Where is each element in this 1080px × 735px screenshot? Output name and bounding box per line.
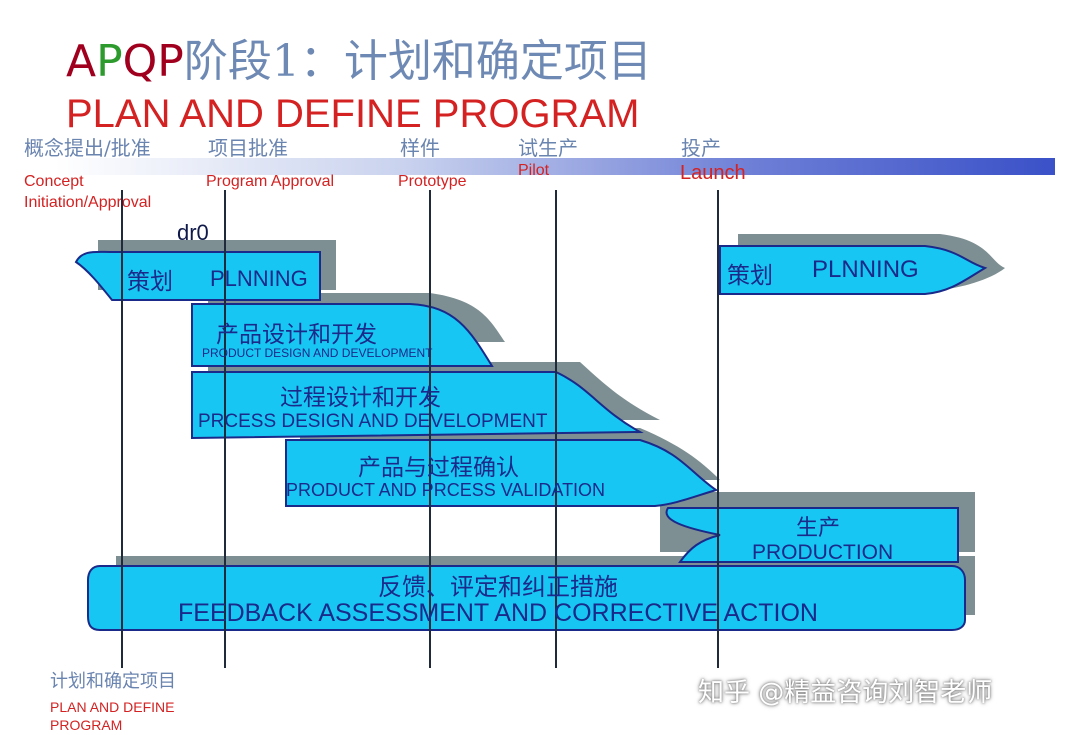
- process-design-box: [191, 371, 644, 440]
- feedback-box: [87, 565, 966, 631]
- page-subtitle: PLAN AND DEFINE PROGRAM: [66, 92, 640, 136]
- planning-box-right: [719, 245, 988, 295]
- process-design-en: PRCESS DESIGN AND DEVELOPMENT: [198, 411, 548, 432]
- milestone-program-approval-en: Program Approval: [206, 173, 335, 190]
- product-design-en: PRODUCT DESIGN AND DEVELOPMENT: [202, 346, 433, 360]
- title-letters-qp: QP: [122, 36, 184, 87]
- footer-en-line2: PROGRAM: [50, 717, 123, 733]
- product-design-cn: 产品设计和开发: [216, 322, 377, 348]
- watermark-text: 知乎 @精益咨询刘智老师: [698, 678, 993, 708]
- planning1-cn: 策划: [127, 269, 173, 295]
- footer-cn: 计划和确定项目: [50, 671, 176, 692]
- milestone-program-approval-cn: 项目批准: [208, 136, 288, 160]
- product-design-box: [191, 303, 494, 367]
- milestone-concept-en-1: Concept: [24, 173, 84, 190]
- process-design-cn: 过程设计和开发: [280, 385, 441, 411]
- page-title: APQP阶段1：计划和确定项目: [66, 38, 652, 86]
- milestone-pilot-cn: 试生产: [518, 136, 578, 160]
- planning2-cn: 策划: [727, 263, 773, 289]
- footer-en-line1: PLAN AND DEFINE: [50, 699, 175, 715]
- milestone-prototype-en: Prototype: [398, 173, 467, 190]
- feedback-cn: 反馈、评定和纠正措施: [378, 573, 618, 601]
- milestone-pilot-en: Pilot: [518, 162, 550, 179]
- planning2-en: PLNNING: [812, 256, 919, 283]
- validation-cn: 产品与过程确认: [358, 455, 519, 481]
- dr0-label: dr0: [177, 220, 209, 245]
- production-en: PRODUCTION: [752, 541, 894, 564]
- title-letter-p: P: [96, 36, 123, 87]
- title-letter-a: A: [66, 36, 97, 87]
- planning1-en: PLNNING: [210, 266, 308, 291]
- milestone-prototype-cn: 样件: [400, 136, 440, 160]
- title-chinese: 阶段1：计划和确定项目: [183, 36, 652, 87]
- validation-en: PRODUCT AND PRCESS VALIDATION: [286, 480, 606, 500]
- milestone-concept-cn: 概念提出/批准: [24, 136, 151, 160]
- milestone-concept-en-2: Initiation/Approval: [24, 194, 152, 211]
- feedback-en: FEEDBACK ASSESSMENT AND CORRECTIVE ACTIO…: [178, 599, 818, 627]
- milestone-launch-cn: 投产: [681, 136, 721, 160]
- milestone-lines: [121, 190, 719, 668]
- footer-en: PLAN AND DEFINE PROGRAM: [50, 698, 174, 734]
- timeline-bar: [55, 158, 1055, 175]
- milestone-launch-en: Launch: [680, 162, 746, 184]
- validation-box: [285, 439, 719, 507]
- production-cn: 生产: [796, 516, 841, 541]
- planning-box-left: [74, 250, 321, 301]
- production-box: [665, 507, 959, 563]
